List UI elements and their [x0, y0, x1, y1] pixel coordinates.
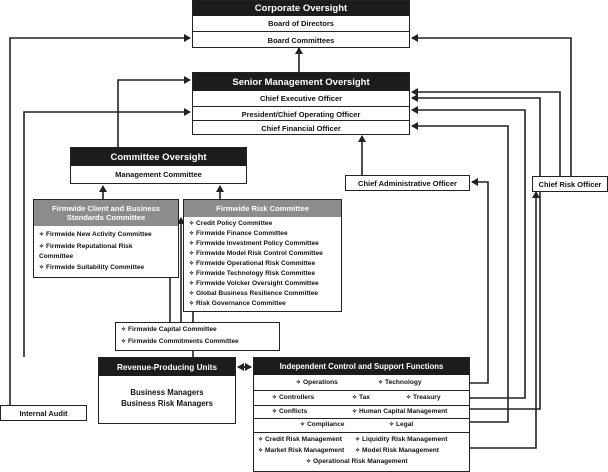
risk-cmte-item: ✧Firmwide Volcker Oversight Committee: [189, 280, 319, 287]
chief-financial-officer: Chief Financial Officer: [193, 120, 409, 135]
client-cmte-item: ✧Firmwide Suitability Committee: [39, 264, 145, 271]
client-cmte-item: ✧Firmwide New Activity Committee: [39, 231, 152, 238]
senior-management-box: Senior Management Oversight Chief Execut…: [192, 72, 410, 135]
capital-cmte-item: ✧Firmwide Capital Committee: [121, 326, 217, 333]
divider: [254, 390, 469, 391]
diamond-bullet-icon: ✧: [355, 448, 361, 454]
committee-oversight-title: Committee Oversight: [71, 148, 246, 166]
client-business-committee-box: Firmwide Client and Business Standards C…: [33, 199, 179, 278]
risk-cmte-item: ✧Firmwide Finance Committee: [189, 230, 288, 237]
management-committee: Management Committee: [115, 170, 202, 179]
arrow-committee-to-senior: [117, 76, 191, 147]
arrow-control-to-senior-3: [411, 122, 509, 423]
board-of-directors: Board of Directors: [268, 19, 334, 28]
control-item-operations: ✧Operations: [296, 379, 338, 386]
divider: [254, 405, 469, 406]
arrow-revenue-to-senior: [23, 108, 191, 357]
control-item-technology: ✧Technology: [378, 379, 422, 386]
risk-cmte-item: ✧Firmwide Operational Risk Committee: [189, 260, 316, 267]
diamond-bullet-icon: ✧: [272, 409, 278, 415]
control-item-market-risk: ✧Market Risk Management: [258, 447, 345, 454]
diamond-bullet-icon: ✧: [121, 339, 127, 345]
arrow-control-to-senior-2: [411, 106, 526, 399]
arrow-control-to-cao: [470, 178, 489, 384]
control-item-compliance: ✧Compliance: [300, 421, 345, 428]
control-item-legal: ✧Legal: [389, 421, 414, 428]
diamond-bullet-icon: ✧: [189, 251, 195, 257]
risk-cmte-item: ✧Firmwide Model Risk Control Committee: [189, 250, 323, 257]
diamond-bullet-icon: ✧: [352, 395, 358, 401]
corporate-oversight-title: Corporate Oversight: [193, 1, 409, 16]
risk-cmte-item: ✧Global Business Resilience Committee: [189, 290, 319, 297]
client-business-committee-title: Firmwide Client and Business Standards C…: [34, 200, 178, 226]
divider: [254, 432, 469, 433]
arrow-cro-to-ceo: [411, 88, 561, 176]
diamond-bullet-icon: ✧: [258, 437, 264, 443]
diamond-bullet-icon: ✧: [189, 241, 195, 247]
diamond-bullet-icon: ✧: [189, 221, 195, 227]
diamond-bullet-icon: ✧: [189, 301, 195, 307]
arrow-control-to-senior-1: [411, 94, 541, 410]
diamond-bullet-icon: ✧: [306, 459, 312, 465]
chief-risk-officer: Chief Risk Officer: [532, 176, 608, 192]
chief-executive-officer: Chief Executive Officer: [259, 94, 343, 103]
control-functions-title: Independent Control and Support Function…: [254, 358, 469, 375]
diamond-bullet-icon: ✧: [272, 395, 278, 401]
revenue-units-box: Revenue-Producing Units Business Manager…: [98, 357, 236, 424]
risk-cmte-item: ✧Firmwide Technology Risk Committee: [189, 270, 315, 277]
diamond-bullet-icon: ✧: [189, 271, 195, 277]
arrow-control-to-cro: [470, 191, 540, 449]
diamond-bullet-icon: ✧: [355, 437, 361, 443]
control-item-operational-risk: ✧Operational Risk Management: [306, 458, 408, 465]
internal-audit: Internal Audit: [0, 405, 87, 421]
committee-oversight-box: Committee Oversight Management Committee: [70, 147, 247, 184]
control-item-controllers: ✧Controllers: [272, 394, 315, 401]
control-item-model-risk: ✧Model Risk Management: [355, 447, 439, 454]
diamond-bullet-icon: ✧: [121, 327, 127, 333]
capital-committees-box: ✧Firmwide Capital Committee ✧Firmwide Co…: [115, 322, 280, 351]
diamond-bullet-icon: ✧: [39, 265, 45, 271]
control-item-human-capital: ✧Human Capital Management: [352, 408, 448, 415]
client-cmte-item: ✧Firmwide Reputational Risk Committee: [39, 243, 133, 260]
risk-committee-title: Firmwide Risk Committee: [184, 200, 341, 217]
diamond-bullet-icon: ✧: [189, 261, 195, 267]
senior-management-title: Senior Management Oversight: [193, 73, 409, 91]
risk-cmte-item: ✧Firmwide Investment Policy Committee: [189, 240, 319, 247]
divider: [254, 418, 469, 419]
diamond-bullet-icon: ✧: [189, 281, 195, 287]
arrow-cro-to-board: [411, 34, 572, 176]
diamond-bullet-icon: ✧: [296, 380, 302, 386]
risk-committee-box: Firmwide Risk Committee ✧Credit Policy C…: [183, 199, 342, 312]
chief-administrative-officer: Chief Administrative Officer: [345, 175, 470, 191]
control-item-liquidity-risk: ✧Liquidity Risk Management: [355, 436, 448, 443]
diamond-bullet-icon: ✧: [389, 422, 395, 428]
arrow-audit-to-board: [9, 34, 191, 405]
diamond-bullet-icon: ✧: [189, 231, 195, 237]
control-functions-box: Independent Control and Support Function…: [253, 357, 470, 472]
control-item-conflicts: ✧Conflicts: [272, 408, 308, 415]
risk-cmte-item: ✧Risk Governance Committee: [189, 300, 286, 307]
control-item-treasury: ✧Treasury: [406, 394, 441, 401]
risk-cmte-item: ✧Credit Policy Committee: [189, 220, 273, 227]
control-item-credit-risk: ✧Credit Risk Management: [258, 436, 342, 443]
business-managers: Business Managers: [130, 388, 204, 397]
board-committees: Board Committees: [193, 31, 409, 48]
diamond-bullet-icon: ✧: [378, 380, 384, 386]
diamond-bullet-icon: ✧: [39, 244, 45, 250]
diamond-bullet-icon: ✧: [406, 395, 412, 401]
president-coo: President/Chief Operating Officer: [193, 106, 409, 121]
diamond-bullet-icon: ✧: [300, 422, 306, 428]
diamond-bullet-icon: ✧: [189, 291, 195, 297]
diamond-bullet-icon: ✧: [39, 232, 45, 238]
business-risk-managers: Business Risk Managers: [121, 399, 213, 408]
capital-cmte-item: ✧Firmwide Commitments Committee: [121, 338, 239, 345]
diamond-bullet-icon: ✧: [258, 448, 264, 454]
revenue-units-title: Revenue-Producing Units: [99, 358, 235, 376]
corporate-oversight-box: Corporate Oversight Board of Directors B…: [192, 0, 410, 48]
diamond-bullet-icon: ✧: [352, 409, 358, 415]
control-item-tax: ✧Tax: [352, 394, 370, 401]
